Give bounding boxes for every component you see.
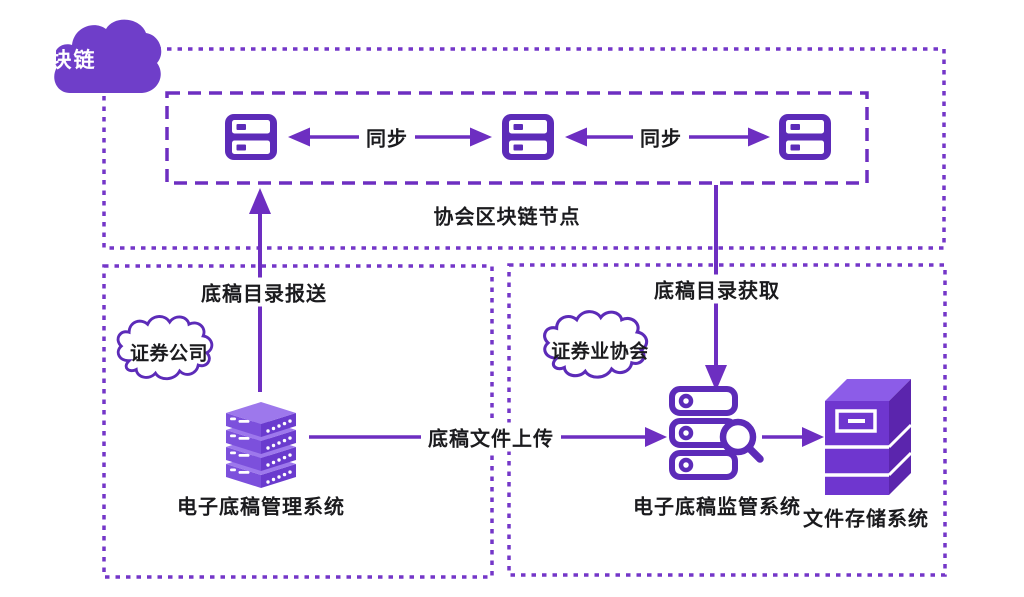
sync-label-right: 同步 <box>633 122 689 152</box>
monitor-system-label: 电子底稿监管系统 <box>633 496 801 519</box>
securities-company-label: 证券公司 <box>129 343 209 365</box>
fetch-arrow-label: 底稿目录获取 <box>647 274 787 304</box>
node-cluster-box <box>165 91 869 185</box>
blockchain-node-icon <box>502 114 554 160</box>
store-arrow <box>762 427 824 447</box>
securities-company-cloud-icon <box>116 315 214 381</box>
securities-association-cloud-icon <box>543 310 649 379</box>
node-cluster-label: 协会区块链节点 <box>433 206 581 229</box>
server-stack-icon <box>226 402 296 488</box>
upload-arrow-label: 底稿文件上传 <box>421 422 561 452</box>
file-storage-cabinet-icon <box>825 379 913 495</box>
blockchain-node-icon <box>779 114 831 160</box>
blockchain-cloud-icon <box>54 19 162 93</box>
association-box <box>507 263 947 577</box>
blockchain-zone-box <box>102 47 946 250</box>
monitor-server-magnifier-icon <box>669 386 764 480</box>
blockchain-cloud-label: 区块链 <box>27 49 97 72</box>
securities-association-label: 证券业协会 <box>551 341 649 363</box>
sync-label-left: 同步 <box>359 122 415 152</box>
storage-system-label: 文件存储系统 <box>803 508 929 531</box>
management-system-label: 电子底稿管理系统 <box>177 496 345 519</box>
securities-company-box <box>102 264 494 579</box>
blockchain-node-icon <box>225 114 277 160</box>
submit-arrow-label: 底稿目录报送 <box>194 277 334 307</box>
